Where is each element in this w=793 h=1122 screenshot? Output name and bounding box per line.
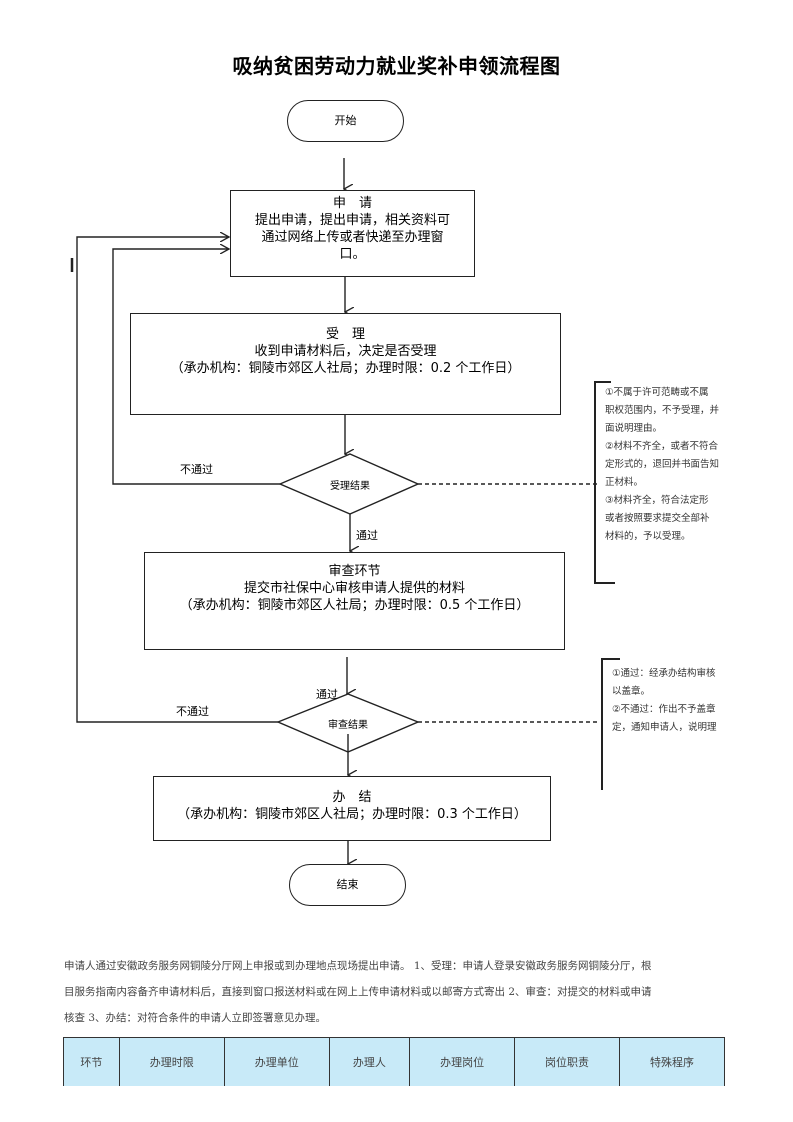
note-line: ②不通过：作出不予盖章 — [612, 704, 716, 715]
process-table: 环节 办理时限 办理单位 办理人 办理岗位 岗位职责 特殊程序 — [63, 1037, 725, 1086]
table-header-row: 环节 办理时限 办理单位 办理人 办理岗位 岗位职责 特殊程序 — [63, 1037, 725, 1086]
table-header-cell: 特殊程序 — [619, 1037, 725, 1086]
apply-line: 提出申请，提出申请，相关资料可 — [254, 213, 450, 228]
description-line: 核查 3、办结：对符合条件的申请人立即签署意见办理。 — [64, 1012, 327, 1024]
table-header-cell: 岗位职责 — [514, 1037, 621, 1086]
fail-label-accept: 不通过 — [180, 463, 213, 476]
finish-line: （承办机构：铜陵市郊区人社局；办理时限：0.3 个工作日） — [177, 807, 527, 822]
note-bracket-accept — [594, 381, 615, 584]
table-header-cell: 环节 — [63, 1037, 120, 1086]
description-line: 申请人通过安徽政务服务网铜陵分厅网上申报或到办理地点现场提出申请。 1、受理：申… — [64, 960, 652, 972]
accept-notes: ①不属于许可范畴或不属 职权范围内，不予受理，并 面说明理由。 ②材料不齐全，或… — [605, 384, 730, 546]
start-node: 开始 — [287, 100, 404, 142]
table-header-cell: 办理时限 — [118, 1037, 225, 1086]
review-line: （承办机构：铜陵市郊区人社局；办理时限：0.5 个工作日） — [179, 598, 530, 613]
finish-heading: 办 结 — [332, 790, 372, 805]
note-line: 正材料。 — [605, 477, 644, 488]
accept-decision-label: 受理结果 — [330, 481, 370, 492]
note-line: 以盖章。 — [612, 686, 651, 697]
end-label: 结束 — [336, 878, 359, 891]
note-line: 材料的，予以受理。 — [605, 531, 691, 542]
note-line: 定形式的，退回并书面告知 — [605, 459, 720, 470]
description-line: 目服务指南内容备齐申请材料后，直接到窗口报送材料或在网上上传申请材料或以邮寄方式… — [64, 986, 652, 998]
review-notes: ①通过：经承办结构审核 以盖章。 ②不通过：作出不予盖章 定，通知申请人，说明理 — [612, 665, 730, 737]
note-line: 职权范围内，不予受理，并 — [605, 405, 720, 416]
note-line: ②材料不齐全，或者不符合 — [605, 441, 719, 452]
apply-line: 口。 — [339, 247, 366, 262]
accept-step: 受 理 收到申请材料后，决定是否受理 （承办机构：铜陵市郊区人社局；办理时限：0… — [130, 313, 561, 415]
review-step: 审查环节 提交市社保中心审核申请人提供的材料 （承办机构：铜陵市郊区人社局；办理… — [144, 552, 565, 650]
review-heading: 审查环节 — [328, 564, 381, 579]
accept-line: （承办机构：铜陵市郊区人社局；办理时限：0.2 个工作日） — [170, 361, 521, 376]
review-decision-label: 审查结果 — [328, 720, 368, 731]
finish-step: 办 结 （承办机构：铜陵市郊区人社局；办理时限：0.3 个工作日） — [153, 776, 551, 841]
note-line: ①不属于许可范畴或不属 — [605, 387, 709, 398]
note-line: ③材料齐全，符合法定形 — [605, 495, 709, 506]
loop-fail-accept — [112, 249, 280, 485]
review-line: 提交市社保中心审核申请人提供的材料 — [243, 581, 465, 596]
apply-heading: 申 请 — [332, 196, 372, 211]
apply-line: 通过网络上传或者快递至办理窗 — [261, 230, 444, 245]
apply-step: 申 请 提出申请，提出申请，相关资料可 通过网络上传或者快递至办理窗 口。 — [230, 190, 475, 277]
note-line: ①通过：经承办结构审核 — [612, 668, 716, 679]
fail-label-review: 不通过 — [176, 705, 209, 718]
loop-fail-review — [76, 237, 278, 723]
start-label: 开始 — [334, 114, 357, 127]
note-line: 或者按照要求提交全部补 — [605, 513, 710, 524]
end-node: 结束 — [289, 864, 406, 906]
table-header-cell: 办理人 — [328, 1037, 411, 1086]
page-title: 吸纳贫困劳动力就业奖补申领流程图 — [232, 54, 561, 78]
accept-heading: 受 理 — [325, 327, 365, 342]
note-line: 定，通知申请人，说明理 — [612, 722, 717, 733]
table-header-cell: 办理单位 — [223, 1037, 330, 1086]
description-paragraph: 申请人通过安徽政务服务网铜陵分厅网上申报或到办理地点现场提出申请。 1、受理：申… — [64, 953, 756, 1031]
accept-line: 收到申请材料后，决定是否受理 — [254, 344, 437, 359]
pass-label-review: 通过 — [316, 688, 338, 701]
note-line: 面说明理由。 — [605, 423, 663, 434]
table-header-cell: 办理岗位 — [409, 1037, 516, 1086]
pass-label-accept: 通过 — [356, 529, 378, 542]
note-bracket-review — [601, 658, 620, 790]
